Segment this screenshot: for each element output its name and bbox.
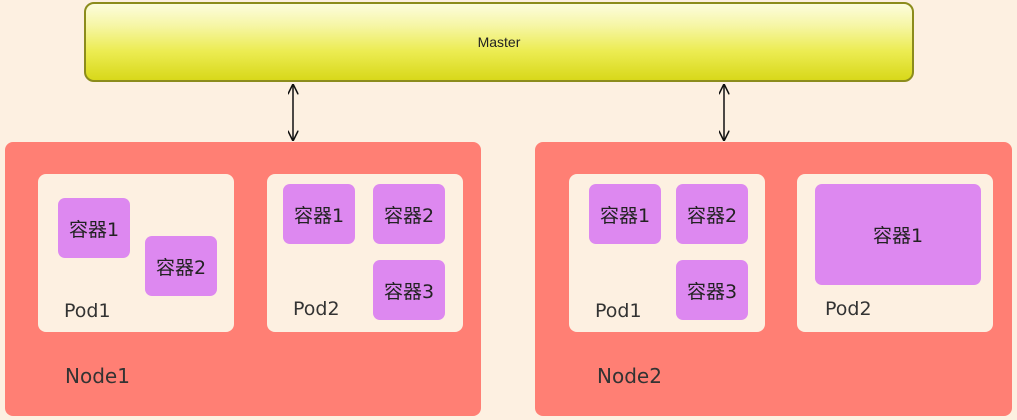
node2-box: 容器1 容器2 容器3 Pod1 容器1 Pod2 Node2: [535, 142, 1012, 416]
node1-pod2-container2: 容器2: [373, 184, 445, 244]
node1-pod2-box: 容器1 容器2 容器3 Pod2: [267, 174, 463, 332]
node1-pod1-container2: 容器2: [145, 236, 217, 296]
node1-pod1-box: 容器1 容器2 Pod1: [38, 174, 234, 332]
node2-pod1-label: Pod1: [595, 300, 642, 322]
node1-pod2-container1: 容器1: [283, 184, 355, 244]
node2-pod2-label: Pod2: [825, 298, 872, 320]
node1-pod1-container1: 容器1: [58, 198, 130, 258]
node1-pod2-container3: 容器3: [373, 260, 445, 320]
node1-box: 容器1 容器2 Pod1 容器1 容器2 容器3 Pod2 Node1: [5, 142, 481, 416]
node2-label: Node2: [597, 364, 662, 388]
master-label: Master: [477, 34, 521, 50]
node2-pod2-box: 容器1 Pod2: [797, 174, 993, 332]
node2-pod1-container3: 容器3: [676, 260, 748, 320]
node2-pod1-box: 容器1 容器2 容器3 Pod1: [569, 174, 765, 332]
node1-pod2-label: Pod2: [293, 298, 340, 320]
node2-pod2-container1: 容器1: [815, 184, 981, 285]
master-box: Master: [84, 2, 914, 82]
node2-pod1-container2: 容器2: [676, 184, 748, 244]
node1-pod1-label: Pod1: [64, 300, 111, 322]
node1-label: Node1: [65, 364, 130, 388]
node2-pod1-container1: 容器1: [589, 184, 661, 244]
